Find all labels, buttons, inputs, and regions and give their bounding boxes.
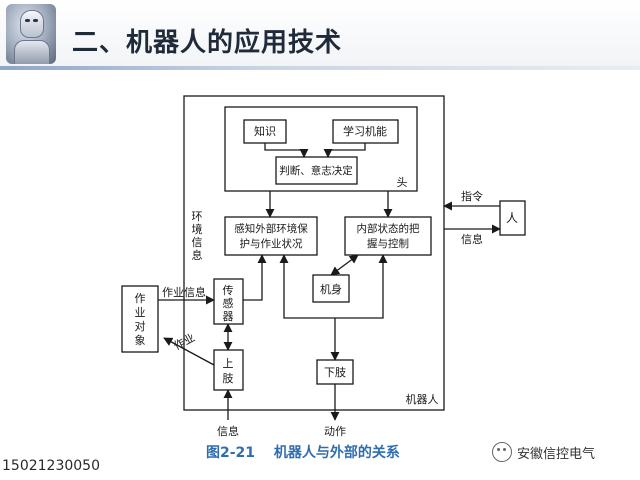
robot-frame bbox=[183, 95, 445, 411]
figure-title: 机器人与外部的关系 bbox=[273, 445, 400, 461]
wechat-watermark: 安徽信控电气 bbox=[492, 442, 595, 462]
internal-label-1: 内部状态的把 bbox=[357, 222, 420, 235]
wechat-account-name: 安徽信控电气 bbox=[517, 446, 596, 462]
env-info-char-3: 信 bbox=[192, 236, 203, 249]
figure-number: 图2-21 bbox=[206, 445, 256, 461]
head-label: 头 bbox=[397, 176, 408, 189]
info-bottom-label: 信息 bbox=[217, 424, 239, 438]
sensor-char-1: 传 bbox=[223, 284, 234, 297]
lower-limb-label: 下肢 bbox=[324, 365, 346, 379]
sensor-char-3: 器 bbox=[223, 310, 234, 323]
sensor-char-2: 感 bbox=[223, 297, 234, 310]
env-info-char-2: 境 bbox=[192, 222, 203, 236]
header-divider bbox=[0, 66, 640, 70]
human-label: 人 bbox=[506, 211, 518, 225]
perception-label-2: 护与作业状况 bbox=[240, 237, 303, 250]
page-title: 二、机器人的应用技术 bbox=[72, 28, 343, 58]
action-label: 动作 bbox=[324, 425, 346, 438]
phone-number: 15021230050 bbox=[2, 458, 100, 474]
learning-label: 学习机能 bbox=[343, 124, 387, 138]
env-info-char-4: 息 bbox=[192, 248, 203, 262]
upper-limb-char-2: 肢 bbox=[223, 371, 234, 385]
human-box bbox=[499, 200, 526, 236]
work-object-box bbox=[121, 285, 159, 353]
env-info-char-1: 环 bbox=[192, 210, 203, 223]
body-label: 机身 bbox=[320, 282, 342, 296]
internal-label-2: 握与控制 bbox=[367, 237, 409, 250]
robot-label: 机器人 bbox=[406, 392, 439, 406]
work-object-char-2: 业 bbox=[135, 306, 146, 319]
upper-limb-char-1: 上 bbox=[223, 357, 234, 370]
decision-label: 判断、意志决定 bbox=[279, 164, 353, 177]
work-object-char-1: 作 bbox=[135, 292, 146, 305]
head-frame bbox=[224, 106, 418, 192]
perception-label-1: 感知外部环境保 bbox=[234, 222, 308, 235]
wechat-icon bbox=[492, 442, 512, 462]
figure-caption: 图2-21 机器人与外部的关系 bbox=[206, 442, 400, 462]
robot-logo-icon bbox=[6, 4, 56, 64]
knowledge-label: 知识 bbox=[254, 124, 276, 138]
slide-header: 二、机器人的应用技术 bbox=[0, 0, 640, 70]
work-object-char-3: 对 bbox=[135, 319, 146, 333]
work-object-char-4: 象 bbox=[135, 334, 146, 347]
info-right-label: 信息 bbox=[461, 232, 483, 246]
decision-box bbox=[275, 156, 358, 185]
command-label: 指令 bbox=[461, 189, 483, 203]
work-info-label: 作业信息 bbox=[162, 285, 206, 299]
